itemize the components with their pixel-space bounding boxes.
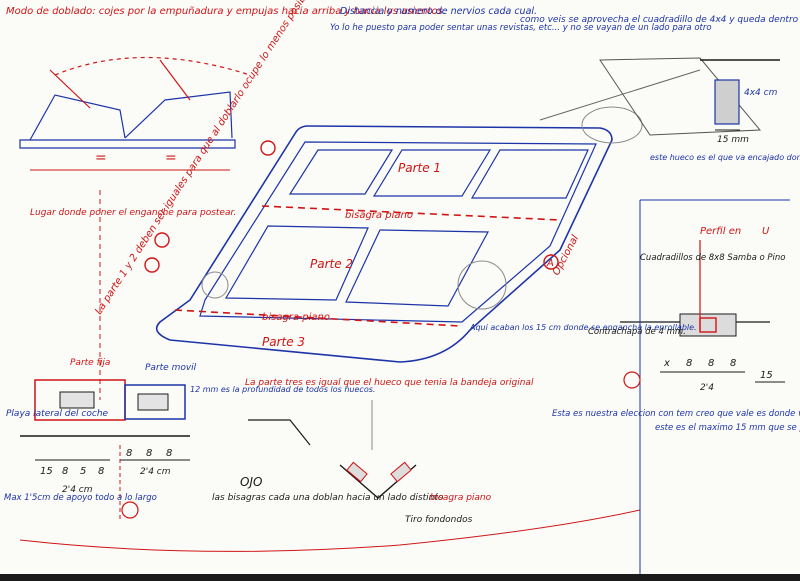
fold-left-panel xyxy=(29,94,126,141)
hinge-block-right xyxy=(390,461,412,483)
cleats-title: Cuadradillos de 8x8 Samba o Pino xyxy=(640,253,785,263)
hinge-block-left xyxy=(346,461,368,483)
hinge-line-upper xyxy=(261,205,561,221)
ends-here-note: Aqui acaban los 15 cm donde se engancha … xyxy=(469,323,697,332)
dim-profile-1: 8 xyxy=(686,358,692,369)
hinge-direction-note: las bisagras cada una doblan hacia un la… xyxy=(212,493,444,503)
movable-part-box xyxy=(124,384,186,420)
dim-profile-0: x xyxy=(663,358,670,369)
dim-15-label: 15 xyxy=(760,370,773,381)
hinge-lower-label: bisagra piano xyxy=(262,312,330,323)
dim-left-2: 5 xyxy=(80,466,86,477)
dim-left-0: 15 xyxy=(40,466,53,477)
part1-label: Parte 1 xyxy=(398,161,441,175)
part3-equal-note: La parte tres es igual que el hueco que … xyxy=(245,378,534,388)
cleat-note: como veis se aprovecha el cuadradillo de… xyxy=(520,15,800,25)
tray-outer-frame xyxy=(155,125,613,363)
dim-right-1: 8 xyxy=(146,448,152,459)
cleat-tray-outline xyxy=(599,57,762,136)
profile-u: U xyxy=(762,226,770,237)
movable-part-label: Parte movil xyxy=(145,363,197,373)
ojo-label: OJO xyxy=(240,475,262,489)
choice-note: Esta es nuestra eleccion con tem creo qu… xyxy=(552,409,800,419)
hinge-detail xyxy=(248,400,417,499)
hinge-detail-label: bisagra piano xyxy=(430,493,492,503)
profile-cleats xyxy=(679,313,737,337)
plywood-label: Contrachapa de 4 mm. xyxy=(588,327,686,337)
cleat-size-label: 4x4 cm xyxy=(744,88,778,98)
part1-marker-left xyxy=(144,257,160,273)
dim-left-1: 8 xyxy=(62,466,68,477)
dim-right-2: 8 xyxy=(166,448,172,459)
fixed-cleat xyxy=(59,391,95,409)
optional-marker xyxy=(543,254,559,270)
cleat-pencil-line xyxy=(539,69,701,121)
distance-title: Distancia y numero de nervios cada cual. xyxy=(340,6,537,17)
section-left xyxy=(19,379,641,552)
part2-marker-top xyxy=(260,140,276,156)
optional-marker-letter: A xyxy=(546,258,554,269)
part1-cell-a xyxy=(288,149,394,195)
red-sweep-line xyxy=(19,509,641,552)
movable-cleat xyxy=(137,393,169,411)
side-panel-label: Playa lateral del coche xyxy=(6,409,109,419)
tray-sketch: A xyxy=(155,106,643,363)
detail-circle-top xyxy=(581,106,643,144)
dim-left-3: 8 xyxy=(98,466,104,477)
dim-profile-2: 8 xyxy=(708,358,714,369)
part2-cell-a xyxy=(224,225,369,301)
hinge-upper-label: bisagra piano xyxy=(345,210,413,221)
part1-cell-b xyxy=(372,149,492,197)
dim-right-total: 2'4 cm xyxy=(140,467,171,477)
detail-circle-right xyxy=(457,260,507,310)
optional-label: Opcional xyxy=(551,233,581,277)
eq-mark-2: = xyxy=(165,150,177,166)
fold-arrow-left xyxy=(49,69,91,109)
hook-note: este hueco es el que va encajado donde s… xyxy=(650,153,800,162)
hinge-arm-left xyxy=(248,419,311,446)
screws-label: Tiro fondondos xyxy=(405,515,473,525)
scan-edge-strip xyxy=(0,574,800,581)
fold-base xyxy=(19,139,236,149)
part2-cell-b xyxy=(345,229,489,307)
dim-profile-3: 8 xyxy=(730,358,736,369)
fold-mode-note: Modo de doblado: cojes por la empuñadura… xyxy=(6,6,446,17)
part2-label: Parte 2 xyxy=(310,257,353,271)
fold-arc xyxy=(54,56,251,76)
cleat-block xyxy=(714,79,740,125)
fixed-part-label: Parte fija xyxy=(70,358,110,368)
x-marker-left xyxy=(121,501,139,519)
dim-15mm-label: 15 mm xyxy=(717,135,749,145)
depth-note: 12 mm es la profundidad de todos los hue… xyxy=(190,385,375,394)
max-support-note: Max 1'5cm de apoyo todo a lo largo xyxy=(4,493,157,503)
dim-left-total: 2'4 cm xyxy=(62,485,93,495)
fold-right-panel xyxy=(124,91,233,139)
fold-sketch xyxy=(19,56,251,400)
fold-arrow-right xyxy=(159,59,191,101)
strap-place-note: Lugar donde poner el enganche para poste… xyxy=(30,208,236,218)
part2-marker-left xyxy=(154,232,170,248)
profile-detail xyxy=(620,199,790,580)
dim-profile-total: 2'4 xyxy=(700,383,714,393)
distance-body: Yo lo he puesto para poder sentar unas r… xyxy=(330,23,712,33)
dim-right-0: 8 xyxy=(126,448,132,459)
eq-mark-1: = xyxy=(95,150,107,166)
profile-title: Perfil en xyxy=(700,226,741,237)
part1-cell-c xyxy=(470,149,589,199)
max-15-note: este es el maximo 15 mm que se puede pon… xyxy=(655,423,800,433)
part3-label: Parte 3 xyxy=(262,335,305,349)
detail-circle-left xyxy=(201,271,229,299)
tray-inner-frame xyxy=(199,141,597,323)
labels: Modo de doblado: cojes por la empuñadura… xyxy=(4,0,800,525)
x-marker-right xyxy=(623,371,641,389)
part-markers xyxy=(144,140,276,273)
cleat-detail xyxy=(539,57,780,136)
